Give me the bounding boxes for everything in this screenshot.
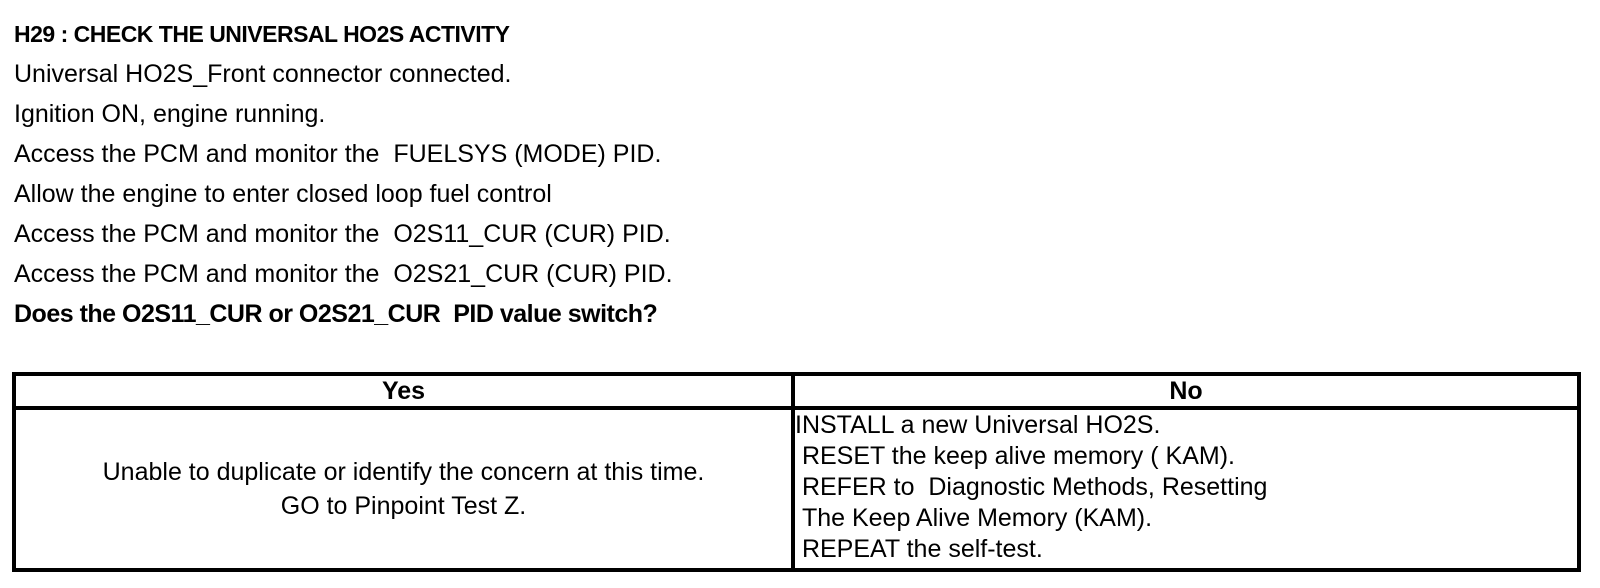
procedure-line: Ignition ON, engine running.: [14, 100, 326, 128]
decision-question: Does the O2S11_CUR or O2S21_CUR PID valu…: [14, 300, 658, 328]
procedure-line: Access the PCM and monitor the O2S21_CUR…: [14, 260, 673, 288]
no-action-line: REFER to Diagnostic Methods, Resetting: [795, 473, 1268, 501]
yes-action-cell: Unable to duplicate or identify the conc…: [12, 406, 795, 572]
yes-action-line: GO to Pinpoint Test Z.: [280, 492, 527, 520]
procedure-line: Access the PCM and monitor the O2S11_CUR…: [14, 220, 671, 248]
step-heading: H29 : CHECK THE UNIVERSAL HO2S ACTIVITY: [14, 21, 510, 47]
no-action-line: The Keep Alive Memory (KAM).: [795, 504, 1153, 532]
yes-column-header: Yes: [12, 372, 795, 410]
procedure-line: Universal HO2S_Front connector connected…: [14, 60, 512, 88]
procedure-line: Allow the engine to enter closed loop fu…: [14, 180, 552, 208]
yes-action-line: Unable to duplicate or identify the conc…: [102, 458, 705, 486]
no-action-line: REPEAT the self-test.: [795, 535, 1043, 563]
no-action-line: RESET the keep alive memory ( KAM).: [795, 442, 1235, 470]
procedure-line: Access the PCM and monitor the FUELSYS (…: [14, 140, 662, 168]
results-body-row: Unable to duplicate or identify the conc…: [12, 406, 1581, 572]
no-action-line: INSTALL a new Universal HO2S.: [795, 411, 1161, 439]
procedure-section: H29 : CHECK THE UNIVERSAL HO2S ACTIVITY …: [14, 21, 673, 328]
no-column-header: No: [791, 372, 1581, 410]
no-action-cell: INSTALL a new Universal HO2S. RESET the …: [791, 406, 1581, 572]
results-table: Yes No Unable to duplicate or identify t…: [12, 372, 1581, 572]
results-header-row: Yes No: [12, 372, 1581, 410]
